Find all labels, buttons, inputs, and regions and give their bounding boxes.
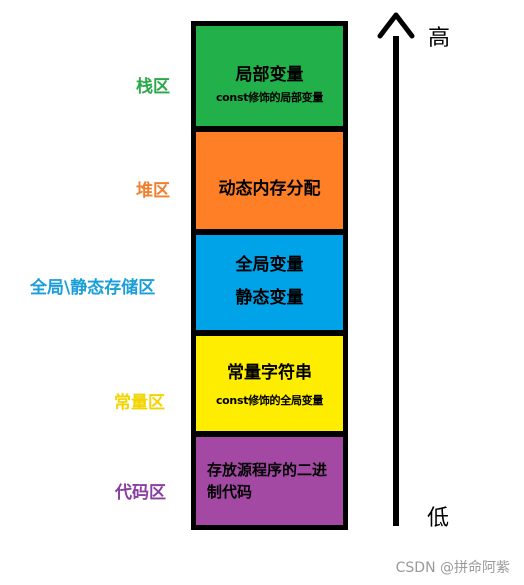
label-stack: 栈区 xyxy=(136,77,170,97)
segment-heap-line-1: 动态内存分配 xyxy=(218,179,321,199)
segment-code: 存放源程序的二进制代码 xyxy=(196,437,343,525)
label-global-static: 全局\静态存储区 xyxy=(30,278,156,298)
label-code: 代码区 xyxy=(115,483,166,503)
segment-constant-line-1: 常量字符串 xyxy=(227,363,312,383)
segment-global-static: 全局变量 静态变量 xyxy=(196,235,343,330)
segment-code-text: 存放源程序的二进制代码 xyxy=(207,461,328,501)
arrow-head-icon xyxy=(377,12,415,39)
label-constant: 常量区 xyxy=(114,393,165,413)
segment-global-line-1: 全局变量 xyxy=(235,255,304,275)
segment-stack-line-1: 局部变量 xyxy=(235,65,304,85)
segment-constant: 常量字符串 const修饰的全局变量 xyxy=(196,336,343,431)
segment-global-line-2: 静态变量 xyxy=(235,288,304,308)
segment-stack-line-2: const修饰的局部变量 xyxy=(215,91,324,104)
memory-layout-stack: 局部变量 const修饰的局部变量 动态内存分配 全局变量 静态变量 常量字符串… xyxy=(191,21,348,530)
segment-heap: 动态内存分配 xyxy=(196,132,343,229)
high-low-arrow xyxy=(377,12,415,526)
axis-label-low: 低 xyxy=(427,506,450,531)
axis-label-high: 高 xyxy=(428,26,451,51)
segment-stack: 局部变量 const修饰的局部变量 xyxy=(196,26,343,126)
watermark: CSDN @拼命阿紫 xyxy=(395,560,510,576)
label-heap: 堆区 xyxy=(136,181,170,201)
segment-constant-line-2: const修饰的全局变量 xyxy=(215,394,324,407)
